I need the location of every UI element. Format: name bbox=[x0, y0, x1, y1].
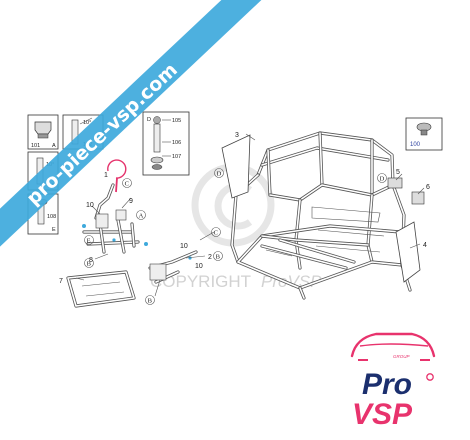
callout-6: 6 bbox=[426, 184, 430, 191]
front-subframe bbox=[66, 183, 215, 308]
detail-box-100: 100 bbox=[405, 117, 443, 151]
ref-letter-d: D bbox=[147, 117, 151, 123]
part-number-108: 108 bbox=[47, 214, 56, 220]
angle-label: 10° bbox=[83, 120, 91, 126]
ref-b: B bbox=[87, 261, 92, 268]
callout-10-c: 10 bbox=[180, 243, 188, 250]
bracket-6 bbox=[411, 191, 425, 205]
callout-2: 2 bbox=[208, 254, 212, 261]
part-number-107: 107 bbox=[172, 154, 181, 160]
callout-8: 8 bbox=[89, 257, 93, 264]
ref-c: C bbox=[125, 181, 129, 188]
ref-d-2: D bbox=[380, 176, 385, 183]
callout-4: 4 bbox=[423, 242, 427, 249]
detail-box-d: D 105 106 107 bbox=[142, 111, 190, 176]
part-number-101: 101 bbox=[31, 143, 40, 149]
detail-box-101: 101 A bbox=[27, 114, 59, 150]
circled-refs: A B B B C C D D E bbox=[84, 168, 387, 305]
logo-group-text: GROUP bbox=[393, 354, 410, 359]
side-panel-3 bbox=[221, 134, 251, 199]
copyright-watermark: COPYRIGHT bbox=[150, 272, 251, 291]
callout-9: 9 bbox=[129, 198, 133, 205]
ref-letter-e: E bbox=[52, 227, 56, 233]
bracket-5 bbox=[387, 177, 403, 189]
logo-pro-text: Pro bbox=[362, 368, 412, 401]
ref-e: E bbox=[87, 238, 91, 245]
leader-lines bbox=[75, 133, 425, 281]
part-number-105: 105 bbox=[172, 118, 181, 124]
callout-10-b: 10 bbox=[195, 263, 203, 270]
callout-10: 10 bbox=[86, 202, 94, 209]
callout-5: 5 bbox=[396, 169, 400, 176]
ref-letter-a: A bbox=[52, 143, 56, 149]
ref-a: A bbox=[139, 213, 144, 220]
roll-cage-frame bbox=[230, 131, 412, 300]
ref-c-2: C bbox=[214, 230, 218, 237]
ref-b-3: B bbox=[216, 254, 221, 261]
ref-b-2: B bbox=[148, 298, 153, 305]
callout-7: 7 bbox=[59, 278, 63, 285]
part-number-100: 100 bbox=[410, 142, 421, 148]
callout-1: 1 bbox=[104, 172, 108, 179]
ref-d: D bbox=[217, 171, 222, 178]
callout-3: 3 bbox=[235, 132, 239, 139]
logo-vsp-text: VSP bbox=[352, 398, 413, 431]
provsp-logo: GROUP Pro VSP bbox=[350, 332, 436, 431]
side-panel-4 bbox=[395, 221, 421, 283]
highlight-part-1: 1 bbox=[104, 159, 127, 193]
part-number-106: 106 bbox=[172, 140, 181, 146]
